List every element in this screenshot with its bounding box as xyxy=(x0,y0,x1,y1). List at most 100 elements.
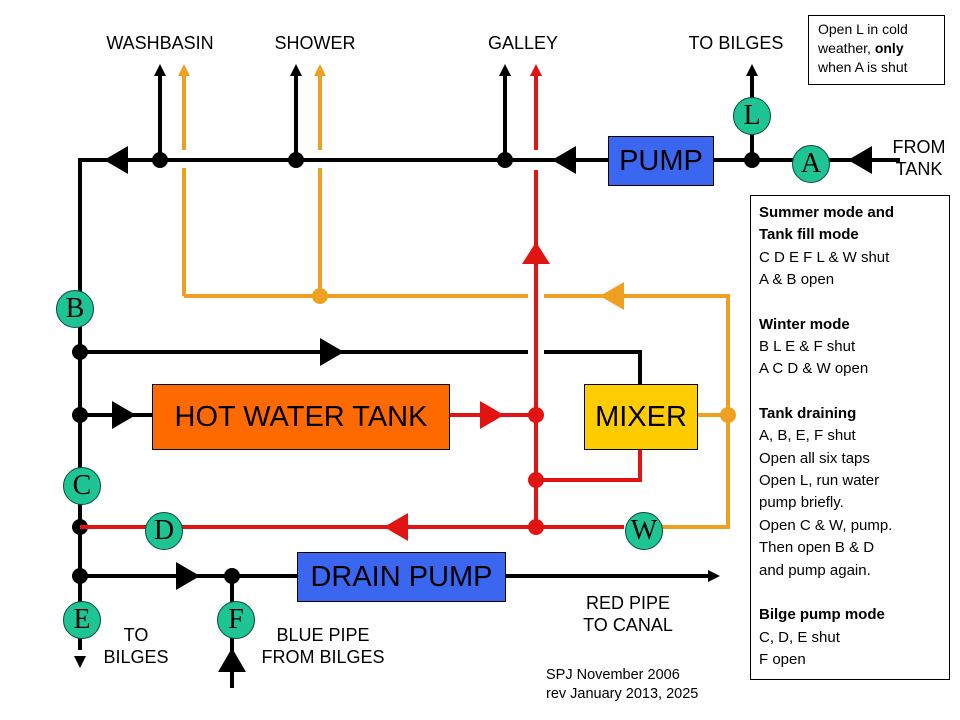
cold-arrowheads xyxy=(72,64,872,672)
label-blue-pipe: BLUE PIPE FROM BILGES xyxy=(246,624,400,668)
mode-step: C D E F L & W shut xyxy=(759,248,890,266)
mode-step: Open all six taps xyxy=(759,449,870,467)
drain-pump-box: DRAIN PUMP xyxy=(297,552,506,602)
hot-junction xyxy=(528,407,544,423)
label-red-pipe-line2: TO CANAL xyxy=(583,615,673,635)
credit: SPJ November 2006 rev January 2013, 2025 xyxy=(546,666,698,704)
flow-arrow-hot-return xyxy=(384,513,408,541)
flow-arrow-main-pump xyxy=(552,146,576,174)
mode-step: F open xyxy=(759,650,806,668)
mode-tank-draining: Tank draining A, B, E, F shut Open all s… xyxy=(759,403,941,582)
label-shower: SHOWER xyxy=(274,33,356,53)
flow-arrow-hot-tank-out xyxy=(480,401,504,429)
junction-to-bilges xyxy=(744,152,760,168)
cold-pipe-to-mixer-right xyxy=(544,350,642,384)
label-to-bilges-top: TO BILGES xyxy=(688,33,784,53)
label-red-pipe: RED PIPE TO CANAL xyxy=(568,592,688,636)
arrowhead-to-bilges-top xyxy=(746,64,758,76)
hot-junction xyxy=(528,519,544,535)
orange-junction xyxy=(312,288,328,304)
valve-l[interactable]: L xyxy=(733,97,771,135)
arrowhead-drain-outlet xyxy=(708,570,720,582)
cold-note-line3: when A is shut xyxy=(818,59,908,75)
flow-arrow-drain xyxy=(176,562,200,590)
valve-c[interactable]: C xyxy=(63,467,101,505)
junction-galley xyxy=(497,152,513,168)
arrowhead-galley-hot xyxy=(530,64,542,76)
mode-step: C, D, E shut xyxy=(759,628,840,646)
label-to-bilges-bottom-line2: BILGES xyxy=(103,647,169,667)
label-to-bilges-bottom-line1: TO xyxy=(123,625,149,645)
label-to-bilges-bottom: TO BILGES xyxy=(96,624,176,668)
modes-legend: Summer mode and Tank fill mode C D E F L… xyxy=(750,195,950,680)
label-from-tank-line2: TANK xyxy=(895,159,943,179)
hot-arrowheads xyxy=(384,64,550,541)
hot-junction xyxy=(528,472,544,488)
label-red-pipe-line1: RED PIPE xyxy=(585,593,671,613)
mode-title: Tank draining xyxy=(759,404,857,422)
pump-label: PUMP xyxy=(619,144,703,177)
cold-note-line2-text: weather, xyxy=(818,40,875,56)
mode-bilge-pump: Bilge pump mode C, D, E shut F open xyxy=(759,604,941,671)
cold-note-line1: Open L in cold xyxy=(818,21,908,37)
cold-note-emphasis: only xyxy=(874,40,904,56)
orange-arrowhead-shower xyxy=(314,64,326,76)
mode-step: A & B open xyxy=(759,271,835,289)
pump-box: PUMP xyxy=(608,136,714,186)
flow-arrow-main-left xyxy=(104,146,128,174)
orange-flow-arrow xyxy=(600,282,624,310)
mode-step: B L E & F shut xyxy=(759,338,856,356)
orange-arrowhead-washbasin xyxy=(178,64,190,76)
mode-step: Open L, run water xyxy=(759,472,880,490)
mode-step: Open C & W, pump. xyxy=(759,516,893,534)
arrowhead-galley xyxy=(499,64,511,76)
hot-water-tank-box: HOT WATER TANK xyxy=(152,384,450,450)
hot-pipe-mixer-in xyxy=(536,448,642,482)
hot-water-pipes xyxy=(80,76,642,529)
mode-step: and pump again. xyxy=(759,561,871,579)
mode-title: Bilge pump mode xyxy=(759,606,885,624)
label-from-tank-line1: FROM xyxy=(892,137,946,157)
valve-w[interactable]: W xyxy=(625,512,663,550)
valve-a[interactable]: A xyxy=(792,145,830,183)
label-galley: GALLEY xyxy=(487,33,559,53)
orange-arrowheads xyxy=(178,64,736,423)
flow-arrow-to-mixer xyxy=(320,338,344,366)
mode-title: Winter mode xyxy=(759,315,850,333)
mode-step: pump briefly. xyxy=(759,494,844,512)
valve-d[interactable]: D xyxy=(145,512,183,550)
mode-winter: Winter mode B L E & F shut A C D & W ope… xyxy=(759,314,941,381)
junction-shower xyxy=(288,152,304,168)
arrowhead-shower xyxy=(290,64,302,76)
junction-bilge xyxy=(224,568,240,584)
junction-tank-line xyxy=(72,407,88,423)
mode-summer: Summer mode and Tank fill mode C D E F L… xyxy=(759,202,941,292)
flow-arrow-bilge-inlet xyxy=(218,648,246,672)
junction-mixer-line xyxy=(72,344,88,360)
mode-step: A C D & W open xyxy=(759,360,869,378)
credit-line1: SPJ November 2006 xyxy=(546,667,680,683)
junction-washbasin xyxy=(152,152,168,168)
label-washbasin: WASHBASIN xyxy=(106,33,214,53)
valve-b[interactable]: B xyxy=(56,290,94,328)
drain-pump-label: DRAIN PUMP xyxy=(310,560,493,593)
label-from-tank: FROM TANK xyxy=(880,136,958,180)
mode-step: Then open B & D xyxy=(759,539,875,557)
cold-weather-note: Open L in cold weather, only when A is s… xyxy=(808,15,945,85)
arrowhead-washbasin xyxy=(154,64,166,76)
label-blue-pipe-line1: BLUE PIPE xyxy=(276,625,370,645)
cold-note-line2: weather, only xyxy=(818,39,935,58)
junction-drain-line xyxy=(72,568,88,584)
mode-step: A, B, E, F shut xyxy=(759,427,856,445)
mode-title: Tank fill mode xyxy=(759,226,859,244)
arrowhead-to-bilges-bottom xyxy=(74,656,86,668)
mixer-box: MIXER xyxy=(584,384,698,450)
hot-water-tank-label: HOT WATER TANK xyxy=(174,400,428,433)
flow-arrow-to-tank xyxy=(112,401,136,429)
credit-line2: rev January 2013, 2025 xyxy=(546,686,699,702)
label-blue-pipe-line2: FROM BILGES xyxy=(261,647,385,667)
orange-junction xyxy=(720,407,736,423)
flow-arrow-hot-riser xyxy=(522,242,550,264)
valve-e[interactable]: E xyxy=(63,601,101,639)
valve-f[interactable]: F xyxy=(217,601,255,639)
